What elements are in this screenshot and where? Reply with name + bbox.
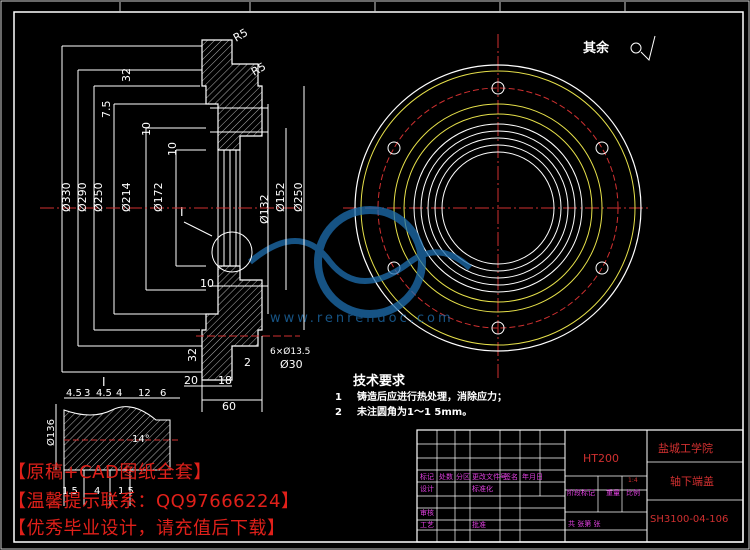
dim-7-5: 7.5 [100,101,113,119]
detail-dim: 4.5 [66,388,82,399]
title-block-text: HT200 盐城工学院 轴下端盖 SH3100-04-106 1:4 标记 处数… [420,441,728,529]
other-surfaces-note: 其余 [583,40,610,56]
dim-d172: Ø172 [152,182,165,212]
dim-32b: 32 [186,348,199,362]
dim-d132: Ø132 [258,194,271,224]
bolt-hole [595,141,609,155]
title-block [416,429,744,543]
tech-req-num-1: 1 [335,392,342,403]
material: HT200 [583,452,619,465]
dim-holes: 6×Ø13.5 [270,346,310,357]
detail-d136: Ø136 [45,419,57,446]
header-cell: 更改文件号 [472,472,507,481]
watermark-text: www.renrendoc.com [270,311,454,326]
row-cell: 设计 [420,484,434,493]
end-view [343,34,650,380]
header-cell: 分区 [456,472,470,481]
low-cell: 批准 [472,520,486,529]
tech-req-title: 技术要求 [353,373,406,389]
detail-dim: 4.5 [96,388,112,399]
row-cell: 标准化 [472,484,493,493]
dim-20: 20 [184,374,198,387]
low-cell: 工艺 [420,521,434,529]
dim-d330: Ø330 [60,182,73,212]
dim-d30: Ø30 [280,358,303,371]
detail-dim-low: 1.5 [62,486,78,497]
watermark: www.renrendoc.com [248,206,473,326]
detail-view-I: I Ø136 14° 4.5 3 4.5 4 12 6 1.5 1.5 4 [45,375,180,506]
header-cell: 年月日 [522,472,543,481]
drawing-number: SH3100-04-106 [650,514,728,525]
dim-d250-right: Ø250 [292,182,305,212]
bolt-hole [387,141,401,155]
detail-title: I [102,375,106,389]
detail-dim-low: 1.5 [118,486,134,497]
stage-cell: 重量 [606,489,620,497]
technical-requirements: 技术要求 1 铸造后应进行热处理，消除应力； 2 未注圆角为1～1 5mm。 [335,373,507,418]
drawing-frame [13,11,744,543]
dim-10c: 10 [200,277,214,290]
detail-callout: I [180,205,184,219]
bolt-hole [595,261,609,275]
detail-dim: 3 [84,388,90,399]
roughness-symbol-icon [630,35,656,61]
bolt-hole [491,321,505,335]
header-cell: 标记 [420,472,434,481]
dim-60: 60 [222,400,236,413]
school-name: 盐城工学院 [658,441,713,455]
part-name: 轴下端盖 [670,474,714,488]
detail-dim: 6 [160,388,166,399]
detail-dim: 12 [138,388,151,399]
dim-d290: Ø290 [76,182,89,212]
promo-line-3: 【优秀毕业设计，请充值后下载】 [8,518,286,539]
header-cell: 处数 [439,472,453,481]
dim-2: 2 [244,356,251,369]
tech-req-item-2: 未注圆角为1～1 5mm。 [356,405,472,418]
detail-dim: 4 [116,388,122,399]
sheet-count: 共 张第 张 [568,519,600,528]
low-cell: 审核 [420,508,434,517]
dim-d250: Ø250 [92,182,105,212]
dim-10a: 10 [140,122,153,136]
stage-cell: 阶段标记 [567,488,595,497]
dim-d214: Ø214 [120,182,133,212]
detail-angle: 14° [132,434,150,445]
tech-req-item-1: 铸造后应进行热处理，消除应力； [357,390,507,403]
dim-32: 32 [120,68,133,82]
promo-line-1: 【原稿+CAD图纸全套】 [8,462,212,483]
dim-18: 18 [218,374,232,387]
stage-cell: 比例 [626,488,640,497]
dim-d152: Ø152 [274,182,287,212]
detail-dim-low: 4 [94,486,100,497]
dim-r5a: R5 [231,26,250,45]
promo-line-2: 【温馨提示联系：QQ97666224】 [8,491,300,512]
dimension-labels: Ø330 Ø290 Ø250 Ø214 Ø172 Ø132 Ø152 Ø250 … [60,26,310,413]
section-view: I [40,39,305,412]
dim-r5b: R5 [249,60,268,79]
scale: 1:4 [628,477,638,484]
header-cell: 签名 [504,472,518,481]
tech-req-num-2: 2 [335,407,342,418]
dim-10b: 10 [166,142,179,156]
bolt-hole [491,81,505,95]
